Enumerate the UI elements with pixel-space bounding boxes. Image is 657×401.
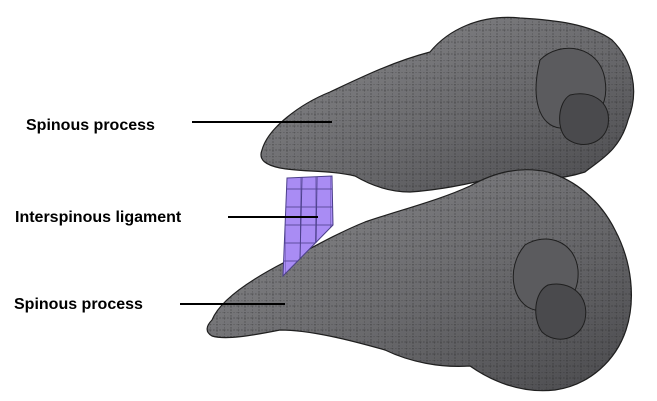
label-spinous-process-top: Spinous process — [26, 117, 155, 135]
label-interspinous-ligament: Interspinous ligament — [15, 209, 181, 227]
upper-vertebra — [261, 17, 634, 192]
label-spinous-process-bottom: Spinous process — [14, 296, 143, 314]
lower-vertebra — [207, 170, 631, 391]
